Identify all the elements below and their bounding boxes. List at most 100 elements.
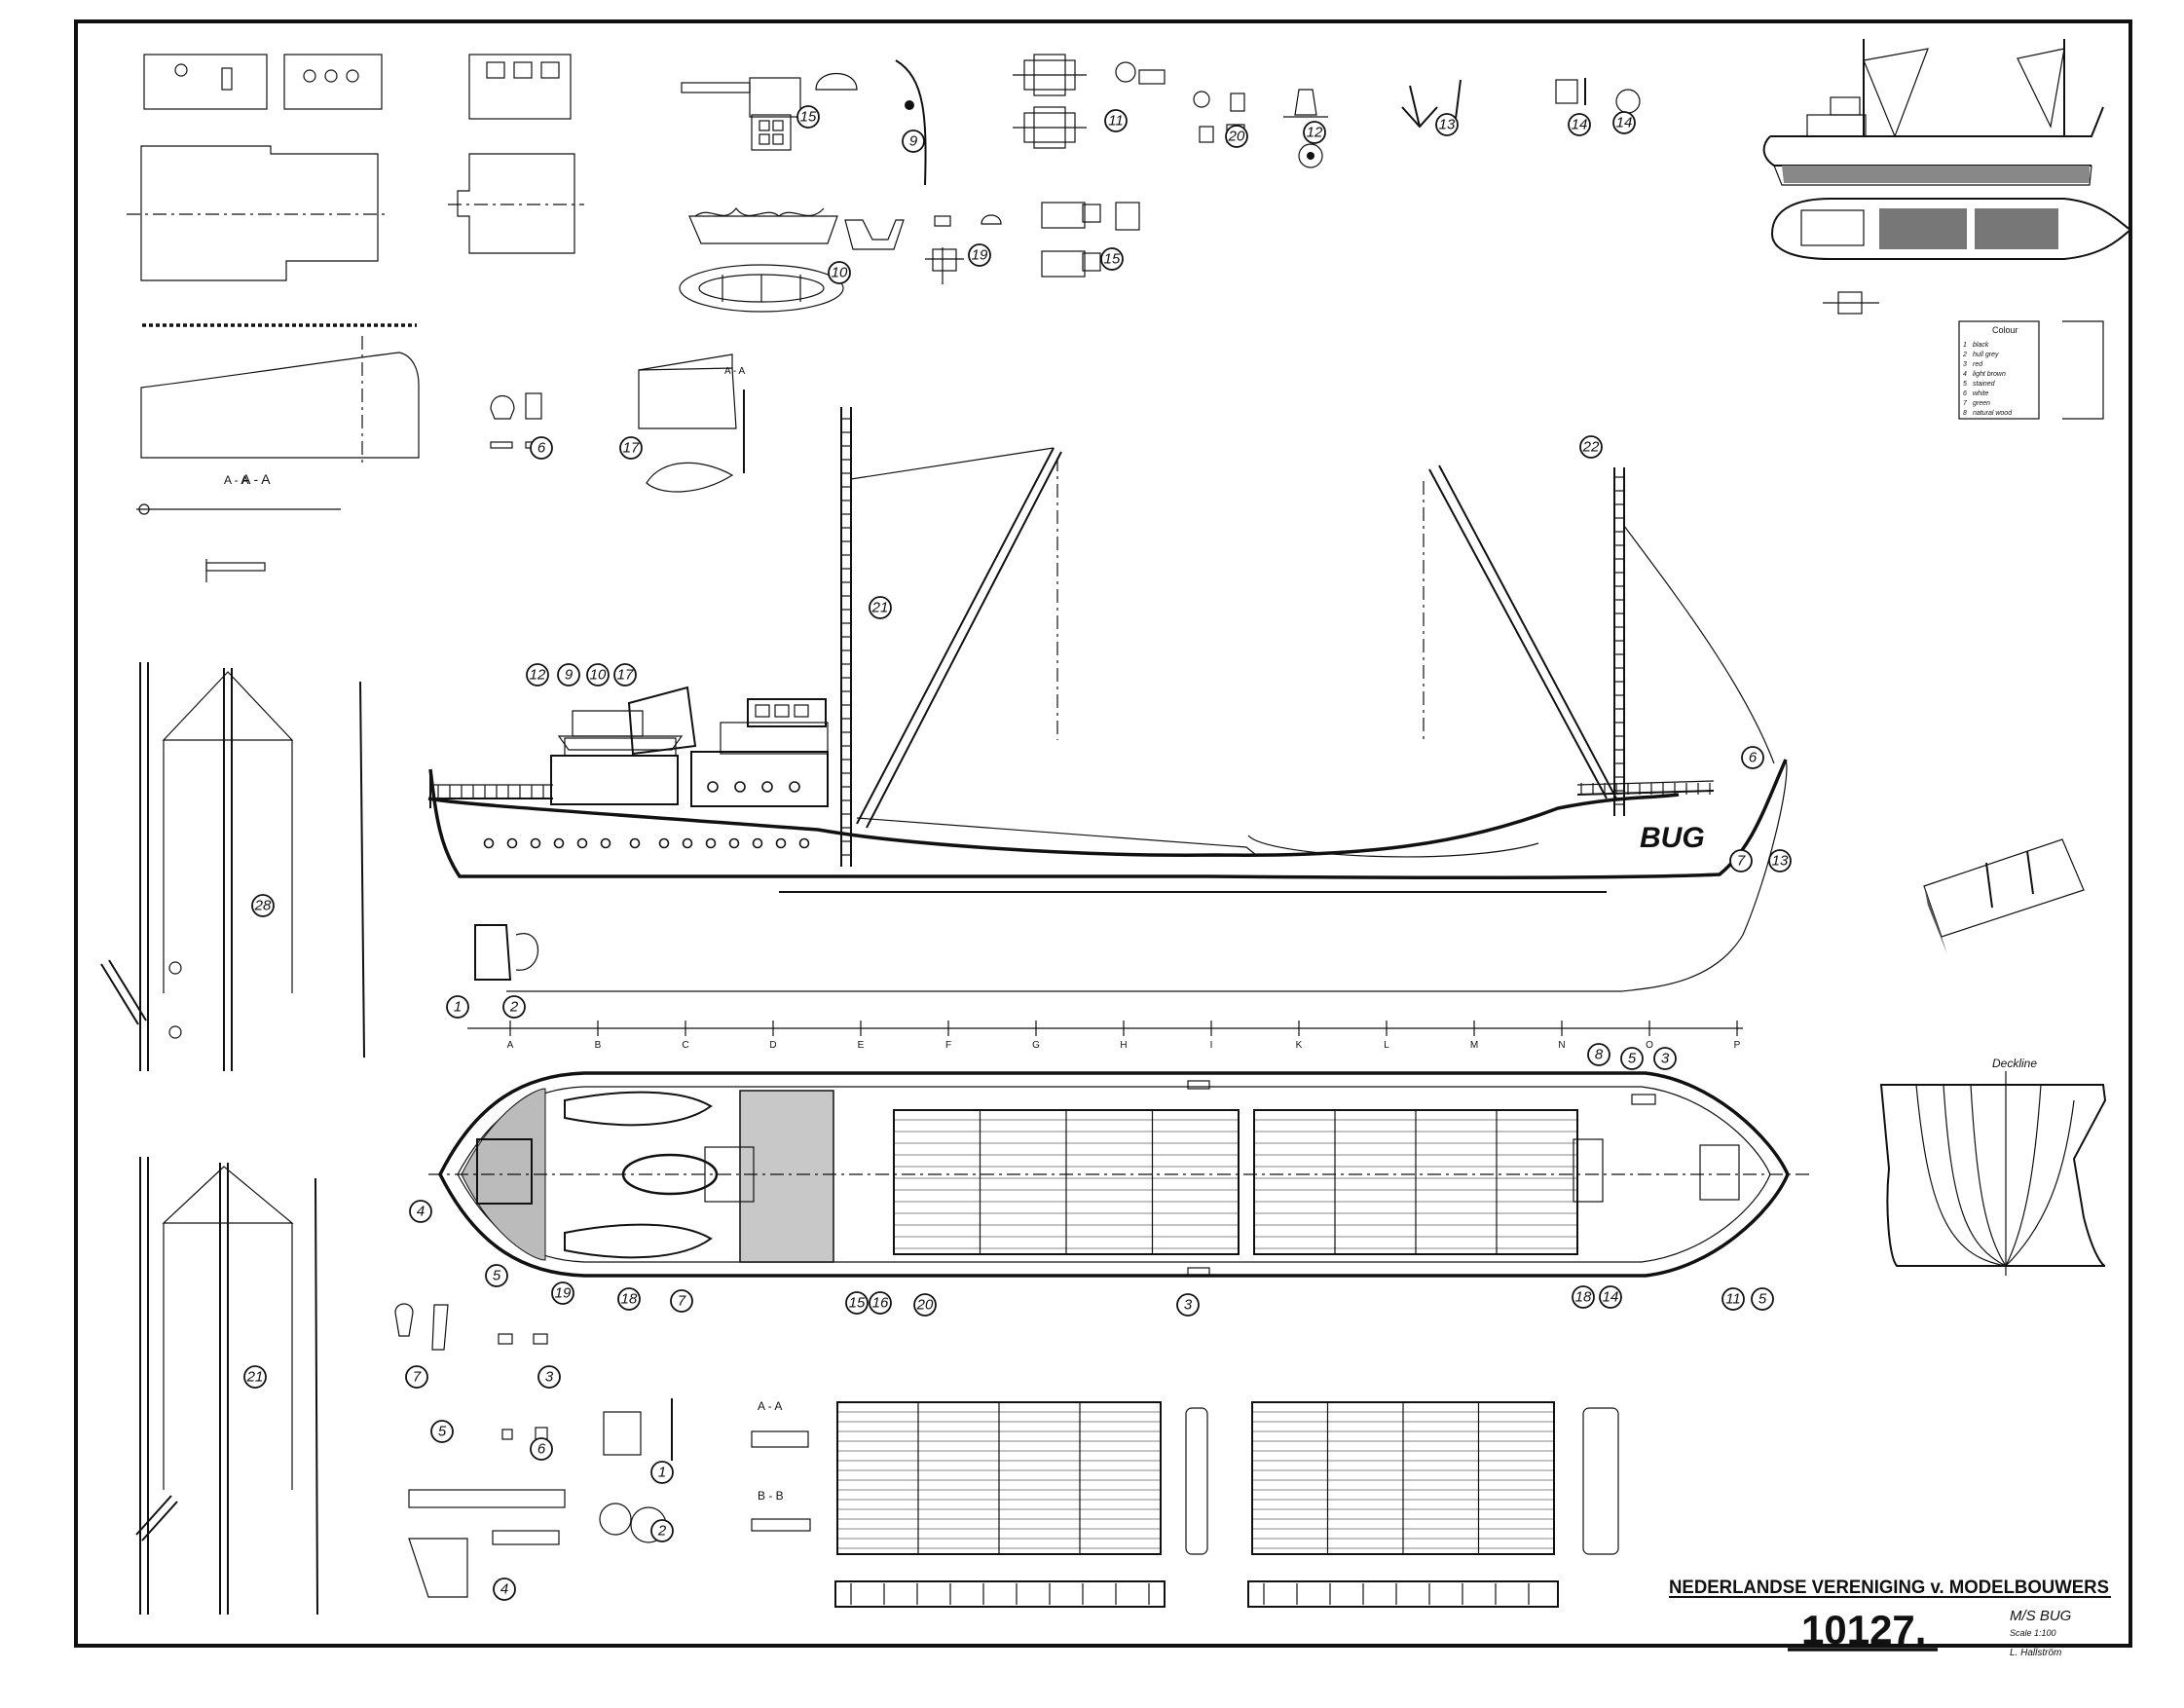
porthole: [798, 837, 810, 849]
callout-circle: [828, 261, 851, 284]
callout-circle: [613, 663, 637, 687]
callout-circle: [526, 663, 549, 687]
callout-number: 11: [1108, 113, 1124, 130]
callout-plan: 18: [617, 1287, 641, 1311]
colour-row: black: [1973, 342, 1989, 349]
bollards-detail: [490, 353, 745, 493]
station-label: O: [1646, 1040, 1653, 1051]
callout-circle: [251, 894, 275, 917]
callout-profile: 13: [1768, 849, 1792, 873]
callout-number: 14: [1603, 1289, 1619, 1306]
callout-number: 17: [617, 667, 634, 684]
section-a-label-top: A - A: [724, 366, 745, 377]
callout-plan: 20: [913, 1293, 937, 1317]
callout-number: 12: [1307, 125, 1323, 141]
callout-number: 7: [678, 1293, 686, 1310]
station-label: F: [945, 1040, 951, 1051]
callout-circle: [1572, 1285, 1595, 1309]
callout-circle: [493, 1578, 516, 1601]
porthole: [483, 837, 495, 849]
callout-profile: 2: [502, 995, 526, 1019]
callout-profile: 1: [446, 995, 469, 1019]
callout-number: 5: [1628, 1051, 1637, 1067]
callout-circle: [1100, 247, 1124, 271]
callout-circle: [537, 1365, 561, 1389]
porthole: [775, 837, 787, 849]
station-label: I: [1210, 1040, 1213, 1051]
callout-circle: [913, 1293, 937, 1317]
callout-number: 5: [438, 1424, 447, 1440]
callout-circle: [446, 995, 469, 1019]
station-label: P: [1734, 1040, 1741, 1051]
callout-plan: 5: [1751, 1287, 1774, 1311]
callout-circle: [869, 596, 892, 619]
callout-plan: 7: [670, 1289, 693, 1313]
callout-profile: 6: [1741, 746, 1764, 769]
callout-number: 19: [972, 247, 988, 264]
porthole: [600, 837, 611, 849]
porthole: [553, 837, 565, 849]
hull-name: BUG: [1640, 822, 1705, 854]
callout-number: 21: [871, 600, 889, 616]
callout-circle: [551, 1281, 574, 1305]
callout-profile: 9: [557, 663, 580, 687]
callout-number: 11: [1725, 1291, 1741, 1308]
colour-table-header: Colour: [1992, 325, 2018, 335]
colour-row-number: 4: [1963, 371, 1967, 378]
callout-circle: [586, 663, 610, 687]
colour-row: light brown: [1973, 371, 2006, 378]
callout-plan: 16: [869, 1291, 892, 1315]
callout-circle: [530, 1437, 553, 1461]
callout-profile: 17: [613, 663, 637, 687]
callout-circle: [1768, 849, 1792, 873]
callout-circle: [1303, 121, 1326, 144]
callout-number: 16: [872, 1295, 889, 1312]
callout-profile: 22: [1579, 435, 1603, 459]
colour-row-number: 2: [1962, 352, 1967, 358]
callout-parts_bottom: 1: [650, 1461, 674, 1484]
porthole: [734, 781, 746, 793]
callout-number: 20: [916, 1297, 934, 1314]
section-a-label: A - A: [758, 1399, 782, 1413]
callout-parts_top: 11: [1104, 109, 1128, 132]
callout-plan: 19: [551, 1281, 574, 1305]
porthole: [761, 781, 773, 793]
porthole: [629, 837, 641, 849]
callout-number: 3: [1661, 1051, 1670, 1067]
callout-circle: [845, 1291, 869, 1315]
station-label: B: [595, 1040, 602, 1051]
callout-circle: [1568, 113, 1591, 136]
society-title: NEDERLANDSE VERENIGING v. MODELBOUWERS: [1669, 1578, 2109, 1598]
station-label: L: [1384, 1040, 1389, 1051]
callout-parts_top: 12: [1303, 121, 1326, 144]
callout-plan: 5: [1620, 1047, 1644, 1070]
callout-number: 14: [1616, 115, 1633, 131]
callout-circle: [1721, 1287, 1745, 1311]
station-label: E: [858, 1040, 865, 1051]
callout-number: 28: [254, 898, 272, 914]
colour-row-number: 1: [1963, 342, 1967, 349]
callout-circle: [1587, 1043, 1610, 1066]
colour-row: white: [1973, 390, 1988, 397]
callout-circle: [1620, 1047, 1644, 1070]
callout-number: 2: [657, 1523, 667, 1540]
small-fittings-top: [679, 59, 1002, 313]
colour-row-number: 8: [1963, 410, 1967, 417]
callout-number: 19: [555, 1285, 572, 1302]
title-block: NEDERLANDSE VERENIGING v. MODELBOUWERS 1…: [1669, 1578, 2111, 1658]
callout-parts_top: 14: [1568, 113, 1591, 136]
callout-plan: 3: [1653, 1047, 1677, 1070]
porthole: [752, 837, 763, 849]
callout-circle: [1612, 111, 1636, 134]
colour-row: stained: [1973, 381, 1996, 388]
callout-circle: [1435, 113, 1459, 136]
draughtsman: L. Hallström: [2010, 1648, 2061, 1658]
callout-number: 12: [530, 667, 546, 684]
callout-plan: 15: [845, 1291, 869, 1315]
station-label: N: [1558, 1040, 1565, 1051]
callout-circle: [1729, 849, 1753, 873]
callout-circle: [902, 130, 925, 153]
